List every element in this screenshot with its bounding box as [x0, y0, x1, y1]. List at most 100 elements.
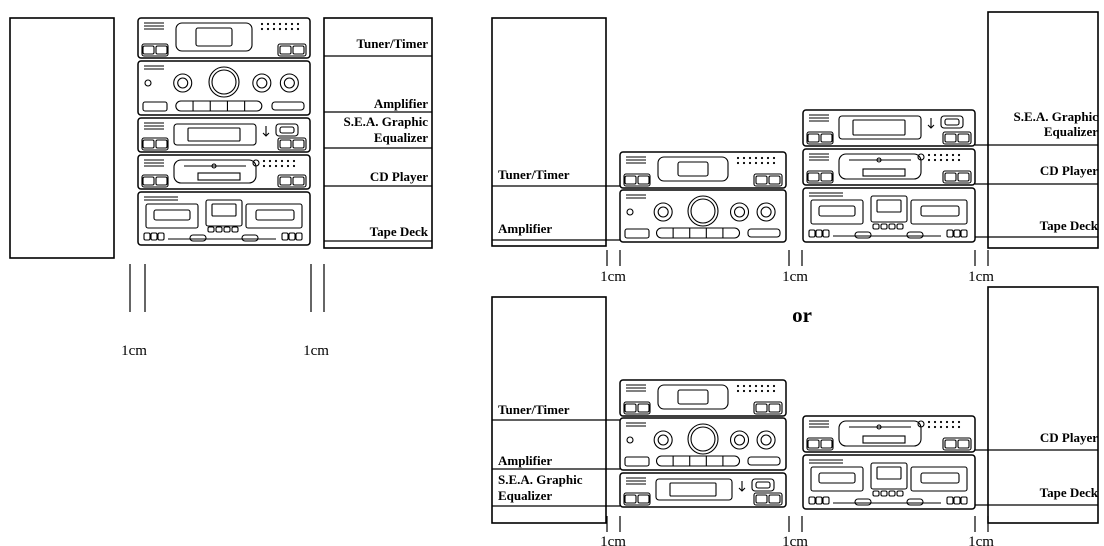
unit-detail — [657, 156, 729, 182]
unit-detail — [245, 203, 303, 229]
volume-knob — [690, 198, 716, 224]
unit-detail — [838, 420, 922, 447]
button-dot — [945, 420, 949, 424]
unit-detail — [143, 232, 151, 241]
unit-detail — [876, 199, 902, 213]
button-dot — [736, 384, 740, 388]
button-dot — [284, 27, 288, 31]
button-dot — [274, 159, 278, 163]
knob — [653, 202, 673, 222]
unit-body — [802, 109, 976, 147]
knob — [657, 434, 669, 446]
cd-player-unit — [802, 415, 976, 453]
knob — [917, 420, 925, 428]
button-dot — [772, 389, 776, 393]
button-dot — [290, 22, 294, 26]
amplifier-unit — [619, 417, 787, 471]
unit-detail — [862, 168, 906, 177]
unit-detail — [292, 139, 305, 149]
label-equalizer-2: Equalizer — [498, 488, 552, 503]
unit-body — [619, 151, 787, 189]
unit-detail — [677, 161, 709, 177]
label-amplifier: Amplifier — [498, 221, 552, 236]
button-dot — [754, 161, 758, 165]
unit-detail — [279, 176, 292, 186]
unit-detail — [957, 133, 970, 143]
button-dot — [292, 164, 296, 168]
button-dot — [284, 22, 288, 26]
unit-detail — [944, 172, 957, 182]
button-dot — [945, 425, 949, 429]
unit-detail — [624, 175, 637, 185]
unit-detail — [271, 101, 305, 111]
button-dot — [939, 153, 943, 157]
equalizer-unit — [137, 117, 311, 153]
button-dot — [742, 156, 746, 160]
tape-deck-unit — [802, 187, 976, 243]
button-dot — [286, 164, 290, 168]
label-tuner: Tuner/Timer — [498, 167, 570, 182]
power-button — [626, 436, 634, 444]
unit-detail — [207, 226, 215, 233]
arrow-mark — [262, 126, 270, 137]
unit-body — [802, 415, 976, 453]
unit-detail — [142, 45, 155, 55]
button-dot — [933, 158, 937, 162]
dimension-1cm: 1cm — [782, 269, 808, 285]
unit-detail — [279, 126, 295, 134]
button-dot — [957, 425, 961, 429]
unit-detail — [281, 232, 289, 241]
label-cd-player: CD Player — [1040, 163, 1098, 178]
unit-detail — [747, 228, 781, 238]
button-dot — [262, 164, 266, 168]
knob — [657, 206, 669, 218]
label-tape-deck: Tape Deck — [1040, 218, 1099, 233]
unit-detail — [880, 490, 888, 497]
knob — [252, 159, 260, 167]
unit-detail — [820, 133, 833, 143]
unit-detail — [295, 232, 303, 241]
button-dot — [951, 158, 955, 162]
label-equalizer-2: Equalizer — [1044, 124, 1098, 139]
unit-detail — [277, 43, 307, 57]
button-dot — [286, 159, 290, 163]
unit-detail — [810, 466, 864, 492]
knob — [729, 430, 750, 450]
dimension-1cm: 1cm — [600, 534, 626, 546]
unit-detail — [747, 456, 781, 466]
knob — [756, 202, 776, 222]
button-dot — [927, 420, 931, 424]
button-dot — [748, 161, 752, 165]
unit-detail — [755, 481, 771, 489]
unit-detail — [872, 490, 880, 497]
label-equalizer-1: S.E.A. Graphic — [498, 472, 583, 487]
button-dot — [754, 156, 758, 160]
unit-body — [137, 191, 311, 246]
unit-detail — [810, 199, 864, 225]
disc-indicator — [211, 163, 217, 169]
unit-detail — [854, 231, 872, 239]
unit-detail — [854, 498, 872, 506]
button-dot — [927, 153, 931, 157]
unit-detail — [145, 203, 199, 229]
knob — [917, 153, 925, 161]
unit-detail — [957, 439, 970, 449]
button-dot — [957, 153, 961, 157]
label-equalizer-1: S.E.A. Graphic — [1013, 109, 1098, 124]
unit-detail — [876, 466, 902, 480]
button-dot — [927, 425, 931, 429]
unit-detail — [197, 172, 241, 181]
equalizer-unit — [619, 472, 787, 508]
knob — [173, 73, 193, 93]
unit-detail — [657, 384, 729, 410]
button-dot — [748, 384, 752, 388]
disc-indicator — [876, 424, 882, 430]
button-dot — [951, 425, 955, 429]
arrow-mark — [927, 118, 935, 129]
unit-detail — [155, 139, 168, 149]
button-dot — [760, 161, 764, 165]
unit-detail — [223, 226, 231, 233]
unit-detail — [155, 45, 168, 55]
unit-detail — [807, 133, 820, 143]
unit-body — [137, 154, 311, 190]
